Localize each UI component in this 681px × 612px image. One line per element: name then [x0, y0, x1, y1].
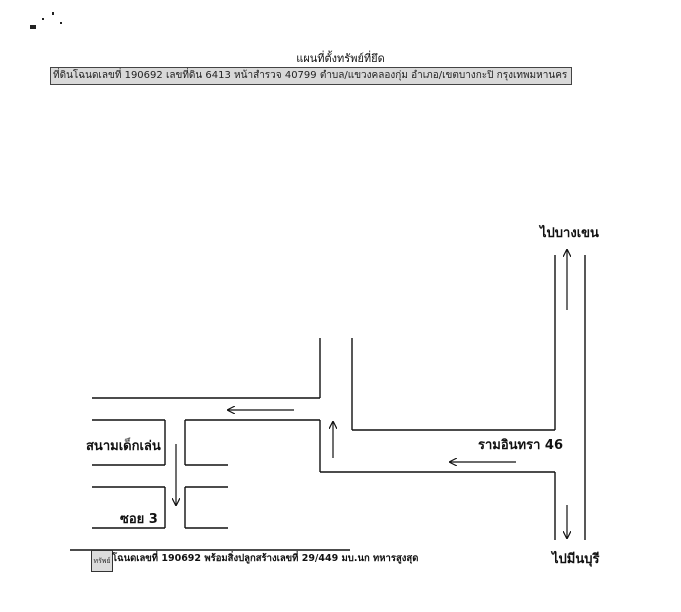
label-soi: ซอย 3 — [120, 512, 158, 527]
label-north-destination: ไปบางเขน — [540, 226, 599, 241]
property-marker-icon: ทรัพย์ — [91, 550, 113, 572]
label-main-road: รามอินทรา 46 — [478, 438, 564, 453]
property-note: โฉนดเลขที่ 190692 พร้อมสิ่งปลูกสร้างเลขท… — [112, 553, 419, 564]
map-title: แผนที่ตั้งทรัพย์ที่ยึด — [296, 52, 385, 65]
scan-speck — [42, 18, 44, 20]
label-south-destination: ไปมีนบุรี — [552, 552, 600, 567]
scan-speck — [30, 25, 36, 29]
scan-speck — [52, 12, 54, 15]
scan-speck — [60, 22, 62, 24]
label-playground: สนามเด็กเล่น — [86, 439, 161, 454]
map-subtitle: ที่ดินโฉนดเลขที่ 190692 เลขที่ดิน 6413 ห… — [50, 67, 572, 85]
